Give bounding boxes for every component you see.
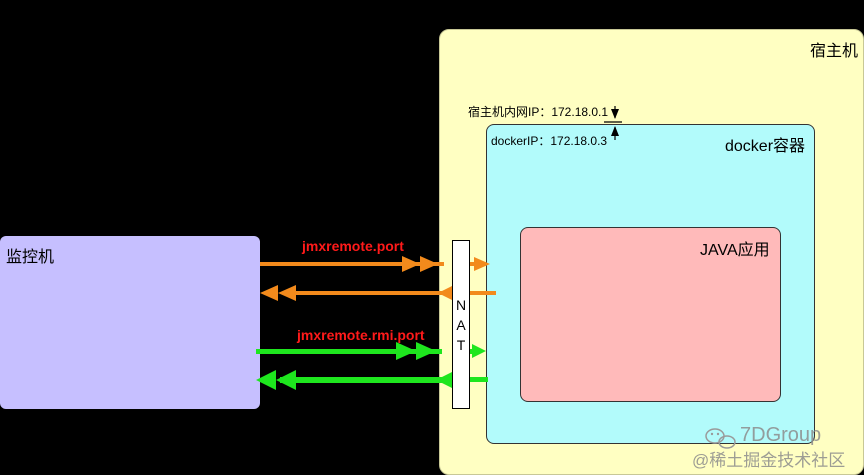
monitor-machine-box [0, 236, 260, 409]
docker-ip: dockerIP：172.18.0.3 [491, 134, 608, 148]
host-machine-label: 宿主机 [810, 43, 859, 60]
java-app-label: JAVA应用 [700, 242, 770, 259]
java-app-box [520, 227, 781, 402]
rmi-arrow-right [256, 342, 486, 360]
jmx-arrow-right [260, 256, 490, 272]
nat-letter-a: A [456, 317, 466, 333]
nat-letter-t: T [456, 337, 466, 353]
jmx-port-label: jmxremote.port [302, 238, 404, 254]
nat-letter-n: N [455, 297, 467, 313]
watermark-group-name: 7DGroup [740, 424, 822, 446]
watermark-community: @稀土掘金技术社区 [692, 451, 846, 470]
docker-container-label: docker容器 [725, 138, 806, 155]
jmx-arrow-left [260, 285, 496, 301]
host-inner-ip: 宿主机内网IP：172.18.0.1 [468, 105, 609, 119]
nat-box: N A T [452, 240, 470, 409]
rmi-arrow-left [256, 370, 488, 390]
monitor-machine-label: 监控机 [6, 249, 55, 266]
rmi-port-label: jmxremote.rmi.port [297, 327, 425, 343]
